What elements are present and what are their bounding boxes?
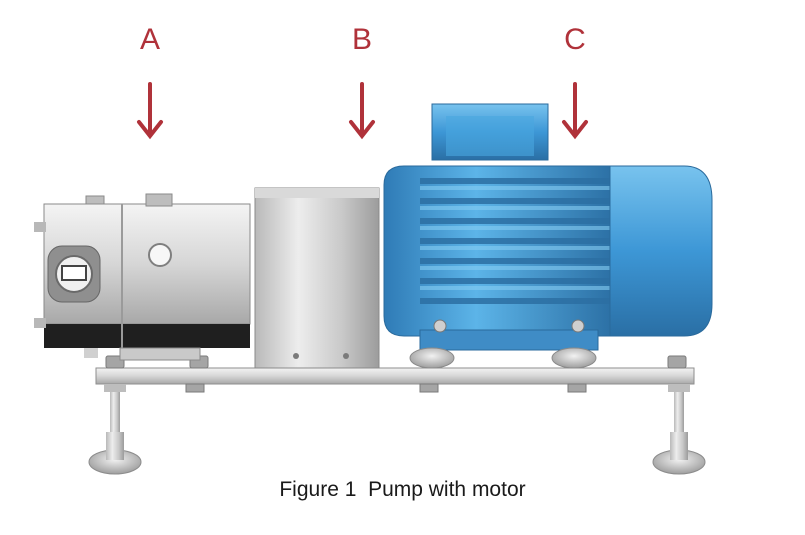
leveling-foot-right bbox=[652, 384, 706, 475]
coupling-housing bbox=[254, 187, 380, 369]
arrow-c-head bbox=[562, 120, 588, 140]
base-plate bbox=[95, 367, 695, 385]
arrow-b-head bbox=[349, 120, 375, 140]
callout-arrows bbox=[137, 82, 588, 140]
arrow-a-head bbox=[137, 120, 163, 140]
callout-label-a: A bbox=[139, 23, 160, 56]
callout-label-c: C bbox=[564, 23, 586, 56]
leveling-foot-left bbox=[88, 384, 142, 475]
electric-motor bbox=[383, 103, 713, 369]
figure-caption: Figure 1 Pump with motor bbox=[0, 478, 805, 502]
callout-label-b: B bbox=[351, 23, 372, 56]
pump-head bbox=[34, 193, 251, 361]
figure-caption-text: Figure 1 Pump with motor bbox=[279, 478, 526, 501]
